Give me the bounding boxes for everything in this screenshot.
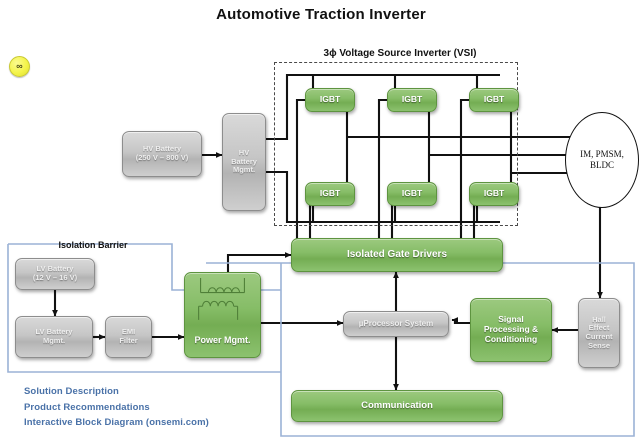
igbt-top-2[interactable]: IGBT xyxy=(387,88,437,112)
lv-battery-label-2: (12 V – 16 V) xyxy=(32,273,78,282)
emi-filter-block[interactable]: EMI Filter xyxy=(105,316,152,358)
emi-filter-label-1: EMI xyxy=(121,327,136,337)
page-title: Automotive Traction Inverter xyxy=(216,6,426,23)
lv-battery-label-1: LV Battery xyxy=(36,264,74,274)
hv-battery-mgmt-label-3: Mgmt. xyxy=(232,165,256,175)
link-product-recommendations[interactable]: Product Recommendations xyxy=(24,401,150,413)
hall-label-3: Current xyxy=(585,332,613,341)
vsi-section-title: 3ϕ Voltage Source Inverter (VSI) xyxy=(323,48,477,59)
uprocessor-system-label: µProcessor System xyxy=(358,319,434,329)
vsi-boundary-box xyxy=(274,62,518,226)
communication-block[interactable]: Communication xyxy=(291,390,503,422)
hv-battery-mgmt-block[interactable]: HV Battery Mgmt. xyxy=(222,113,266,211)
igbt-top-1[interactable]: IGBT xyxy=(305,88,355,112)
igbt-top-3[interactable]: IGBT xyxy=(469,88,519,112)
hall-label-1: Hall xyxy=(592,314,606,324)
lv-battery-mgmt-label-2: Mgmt. xyxy=(42,336,66,345)
igbt-bottom-3[interactable]: IGBT xyxy=(469,182,519,206)
hall-label-2: Effect xyxy=(588,323,610,333)
igbt-bottom-2-label: IGBT xyxy=(401,188,423,199)
isolated-gate-drivers-label: Isolated Gate Drivers xyxy=(346,249,448,261)
signal-processing-label-2: Processing & xyxy=(483,324,539,335)
hv-battery-label-1: HV Battery xyxy=(142,144,182,154)
power-mgmt-label: Power Mgmt. xyxy=(194,334,251,345)
motor-label-2: BLDC xyxy=(589,160,614,170)
hv-battery-mgmt-label-2: Battery xyxy=(231,156,257,166)
emi-filter-label-2: Filter xyxy=(119,336,138,345)
signal-processing-label-1: Signal xyxy=(498,314,524,325)
link-interactive-block-diagram[interactable]: Interactive Block Diagram (onsemi.com) xyxy=(24,417,209,428)
igbt-bottom-2[interactable]: IGBT xyxy=(387,182,437,206)
lv-battery-mgmt-block[interactable]: LV Battery Mgmt. xyxy=(15,316,93,358)
hv-battery-label-2: (250 V – 800 V) xyxy=(135,153,189,162)
signal-processing-label-3: Conditioning xyxy=(484,333,538,344)
motor-label-1: IM, PMSM, xyxy=(580,148,624,159)
hall-effect-current-sense-block[interactable]: Hall Effect Current Sense xyxy=(578,298,620,368)
hv-battery-block[interactable]: HV Battery (250 V – 800 V) xyxy=(122,131,202,177)
links-list: Solution Description Product Recommendat… xyxy=(24,386,209,433)
uprocessor-system-block[interactable]: µProcessor System xyxy=(343,311,449,337)
hv-battery-mgmt-label-1: HV xyxy=(238,148,250,158)
onsemi-logo-icon: ∞ xyxy=(9,56,30,77)
onsemi-logo-glyph: ∞ xyxy=(16,61,23,71)
isolated-gate-drivers-block[interactable]: Isolated Gate Drivers xyxy=(291,238,503,272)
igbt-top-3-label: IGBT xyxy=(483,94,505,105)
igbt-top-1-label: IGBT xyxy=(319,94,341,105)
igbt-bottom-1[interactable]: IGBT xyxy=(305,182,355,206)
link-solution-description[interactable]: Solution Description xyxy=(24,386,119,397)
igbt-top-2-label: IGBT xyxy=(401,94,423,105)
signal-processing-block[interactable]: Signal Processing & Conditioning xyxy=(470,298,552,362)
power-mgmt-block[interactable]: Power Mgmt. xyxy=(184,272,261,358)
hall-label-4: Sense xyxy=(587,340,611,350)
lv-battery-mgmt-label-1: LV Battery xyxy=(35,327,73,337)
motor-symbol: IM, PMSM, BLDC xyxy=(565,112,639,208)
igbt-bottom-3-label: IGBT xyxy=(483,188,505,199)
isolation-barrier-title: Isolation Barrier xyxy=(58,240,128,250)
igbt-bottom-1-label: IGBT xyxy=(319,188,341,199)
communication-label: Communication xyxy=(361,399,433,411)
lv-battery-block[interactable]: LV Battery (12 V – 16 V) xyxy=(15,258,95,290)
